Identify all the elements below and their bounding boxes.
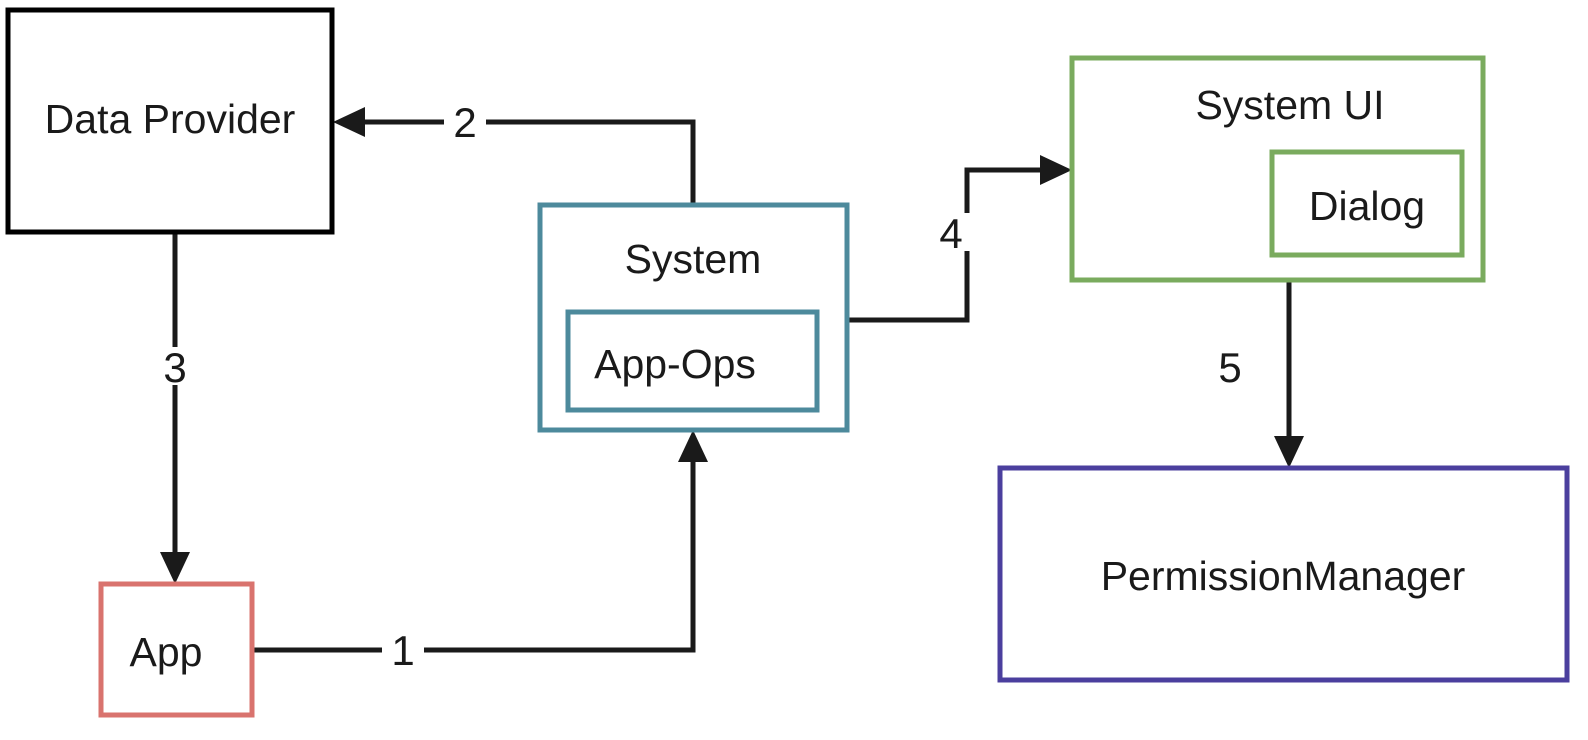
edge-1-label: 1 [391,627,414,674]
node-group: Data Provider System App-Ops System UI D… [5,7,1570,718]
dialog-label: Dialog [1309,183,1425,229]
permission-manager-label: PermissionManager [1101,553,1466,599]
edge-3-label: 3 [163,344,186,391]
data-provider-label: Data Provider [45,96,296,142]
dialog-box [1269,149,1465,258]
edge-5-system-ui-to-permission-manager[interactable]: 5 [1218,280,1304,468]
edge-3-data-provider-to-app[interactable]: 3 [152,232,198,584]
app-label: App [130,629,203,675]
edge-5-label: 5 [1218,344,1241,391]
data-provider-box [5,7,335,235]
edge-1-arrowhead-up [678,430,708,462]
edge-3-arrowhead-down [160,552,190,584]
edge-2-system-to-data-provider[interactable]: 2 [333,99,696,207]
node-app-ops[interactable]: App-Ops [565,309,820,413]
edge-group: 1 2 3 4 [152,99,1304,674]
system-label: System [625,236,762,282]
edge-5-arrowhead-down [1274,436,1304,468]
app-box [98,581,255,718]
app-ops-box [565,309,820,413]
edge-2-line [350,119,696,207]
app-ops-label: App-Ops [594,341,756,387]
edge-3-label-backdrop [152,347,198,385]
system-ui-label: System UI [1195,82,1384,128]
node-app[interactable]: App [98,581,255,718]
edge-4-arrowhead-right [1040,155,1072,185]
edge-4-system-to-system-ui[interactable]: 4 [847,155,1072,323]
node-dialog[interactable]: Dialog [1269,149,1465,258]
edge-4-label-backdrop [946,213,988,251]
node-data-provider[interactable]: Data Provider [5,7,335,235]
permission-manager-box [997,465,1570,683]
edge-2-label: 2 [453,99,476,146]
edge-2-arrowhead-left [333,107,365,137]
node-permission-manager[interactable]: PermissionManager [997,465,1570,683]
edge-1-label-backdrop [382,630,424,668]
edge-4-label: 4 [939,210,962,257]
edge-1-line [252,447,696,653]
edge-2-label-backdrop [444,102,486,140]
edge-1-app-to-system[interactable]: 1 [252,430,708,674]
